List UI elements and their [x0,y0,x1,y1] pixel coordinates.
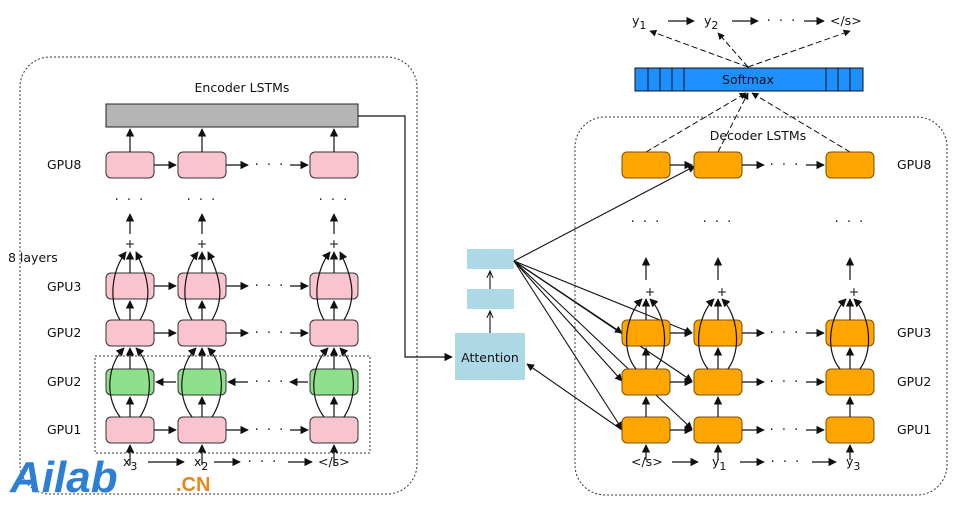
enc-cell [309,151,359,179]
decoder-cells [621,151,875,444]
encoder-horizontal-arrows [154,160,309,435]
encoder-title: Encoder LSTMs [195,80,290,95]
dec-output-token: y1 [632,13,646,32]
enc-residual-plus: + [125,236,135,251]
encoder-vertical-arrows [109,115,453,465]
dec-output-token: </s> [830,13,862,28]
enc-cell [177,416,227,444]
dec-row-label-gpu8: GPU8 [897,157,931,172]
enc-cell [105,319,155,347]
enc-cell-bi [177,368,227,396]
decoder-horizontal-arrows [670,160,825,435]
attention-box [455,333,525,380]
dec-input-token: </s> [631,454,663,469]
dec-cell [621,416,671,444]
watermark-suffix: .CN [176,474,210,496]
dec-input-token: y1 [712,454,726,473]
enc-row-label-gpu3: GPU3 [47,279,81,294]
decoder-vertical-arrows [625,257,870,460]
dec-output-token: y2 [704,13,718,32]
dec-vertical-ellipsis: · · · [703,215,734,230]
encoder-inputs: x3 x2 </s> · · · [123,454,350,473]
enc-cell-bi [105,368,155,396]
enc-vertical-ellipsis: · · · [187,193,218,208]
watermark-logo: Ailab .CN [9,453,210,502]
dec-vertical-ellipsis: · · · [835,215,866,230]
decoder-panel: Decoder LSTMs Softmax y1 y2 </s> · · · [574,13,948,496]
dec-cell [621,151,671,179]
dec-output-ellipsis: · · · [767,14,798,29]
encoder-boundary [19,56,418,495]
enc-ellipsis: · · · [255,423,286,438]
decoder-boundary [574,116,948,496]
enc-residual-plus: + [329,236,339,251]
enc-input-token: x2 [194,454,208,473]
dec-ellipsis: · · · [770,326,801,341]
dec-input-token: y3 [846,454,860,473]
watermark-text: Ailab [9,453,118,502]
dec-row-label-gpu3: GPU3 [897,325,931,340]
enc-cell [105,416,155,444]
softmax-layer: Softmax [634,67,864,92]
enc-row-label-gpu8: GPU8 [47,157,81,172]
enc-ellipsis: · · · [255,375,286,390]
enc-cell [105,151,155,179]
dec-residual-plus: + [717,284,727,299]
dec-cell [693,368,743,396]
decoder-inputs: </s> y1 y3 · · · [631,454,860,473]
dec-ellipsis: · · · [770,158,801,173]
attention-label: Attention [461,350,519,365]
attention-module: Attention [455,165,696,431]
enc-row-label-gpu2: GPU2 [47,325,81,340]
enc-vertical-ellipsis: · · · [319,193,350,208]
enc-ellipsis: · · · [255,279,286,294]
encoder-panel: Encoder LSTMs 8 layers GPU8 GPU3 GPU2 GP… [8,56,453,495]
dec-cell [693,151,743,179]
encoder-top-bar [105,103,359,128]
bidirectional-box [94,355,371,454]
dec-row-label-gpu1: GPU1 [897,422,931,437]
dec-cell [693,416,743,444]
decoder-outputs: y1 y2 </s> · · · [632,13,862,153]
dec-vertical-ellipsis: · · · [631,215,662,230]
encoder-cells [105,151,359,444]
attention-context-block [467,289,514,309]
dec-row-label-gpu2: GPU2 [897,374,931,389]
dec-input-ellipsis: · · · [771,455,802,470]
enc-row-label-gpu1: GPU1 [47,422,81,437]
attention-context-block [467,249,514,269]
dec-residual-plus: + [849,284,859,299]
enc-cell [177,151,227,179]
enc-input-token: x3 [123,454,137,473]
dec-residual-plus: + [645,284,655,299]
enc-ellipsis: · · · [255,158,286,173]
enc-ellipsis: · · · [255,326,286,341]
dec-cell [825,368,875,396]
dec-cell [621,368,671,396]
dec-cell [825,416,875,444]
enc-input-ellipsis: · · · [248,455,279,470]
enc-input-token: </s> [318,454,350,469]
enc-cell [309,319,359,347]
attention-fanout [513,165,696,431]
enc-residual-plus: + [197,236,207,251]
dec-ellipsis: · · · [770,423,801,438]
dec-ellipsis: · · · [770,375,801,390]
dec-cell [825,151,875,179]
enc-cell [177,319,227,347]
enc-cell-bi [309,368,359,396]
decoder-title: Decoder LSTMs [710,128,806,143]
enc-cell [309,416,359,444]
enc-row-label-gpu2-bi: GPU2 [47,374,81,389]
layers-note: 8 layers [8,250,58,265]
softmax-label: Softmax [722,72,774,87]
enc-vertical-ellipsis: · · · [115,193,146,208]
